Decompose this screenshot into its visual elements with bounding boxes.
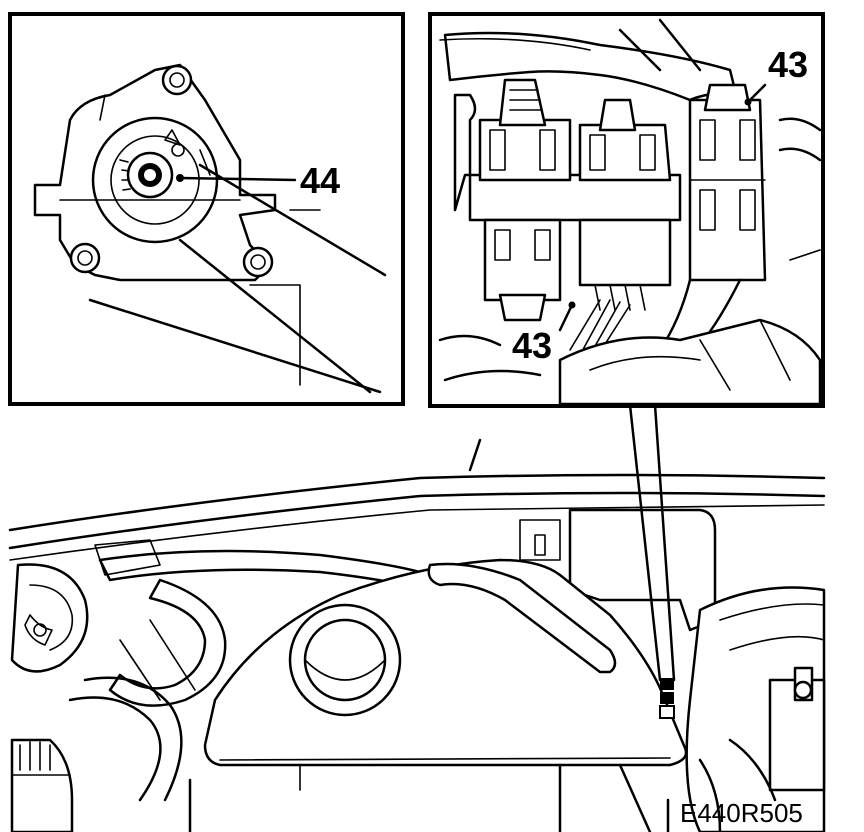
figure-code: E440R505	[680, 798, 803, 828]
callout-label-43-top: 43	[768, 44, 808, 85]
engine-bay-view	[8, 403, 826, 832]
callout-label-44: 44	[300, 160, 340, 201]
right-detail-panel: 43 43	[428, 12, 825, 408]
left-detail-panel: 44	[8, 12, 405, 406]
callout-label-43-bottom: 43	[512, 325, 552, 366]
